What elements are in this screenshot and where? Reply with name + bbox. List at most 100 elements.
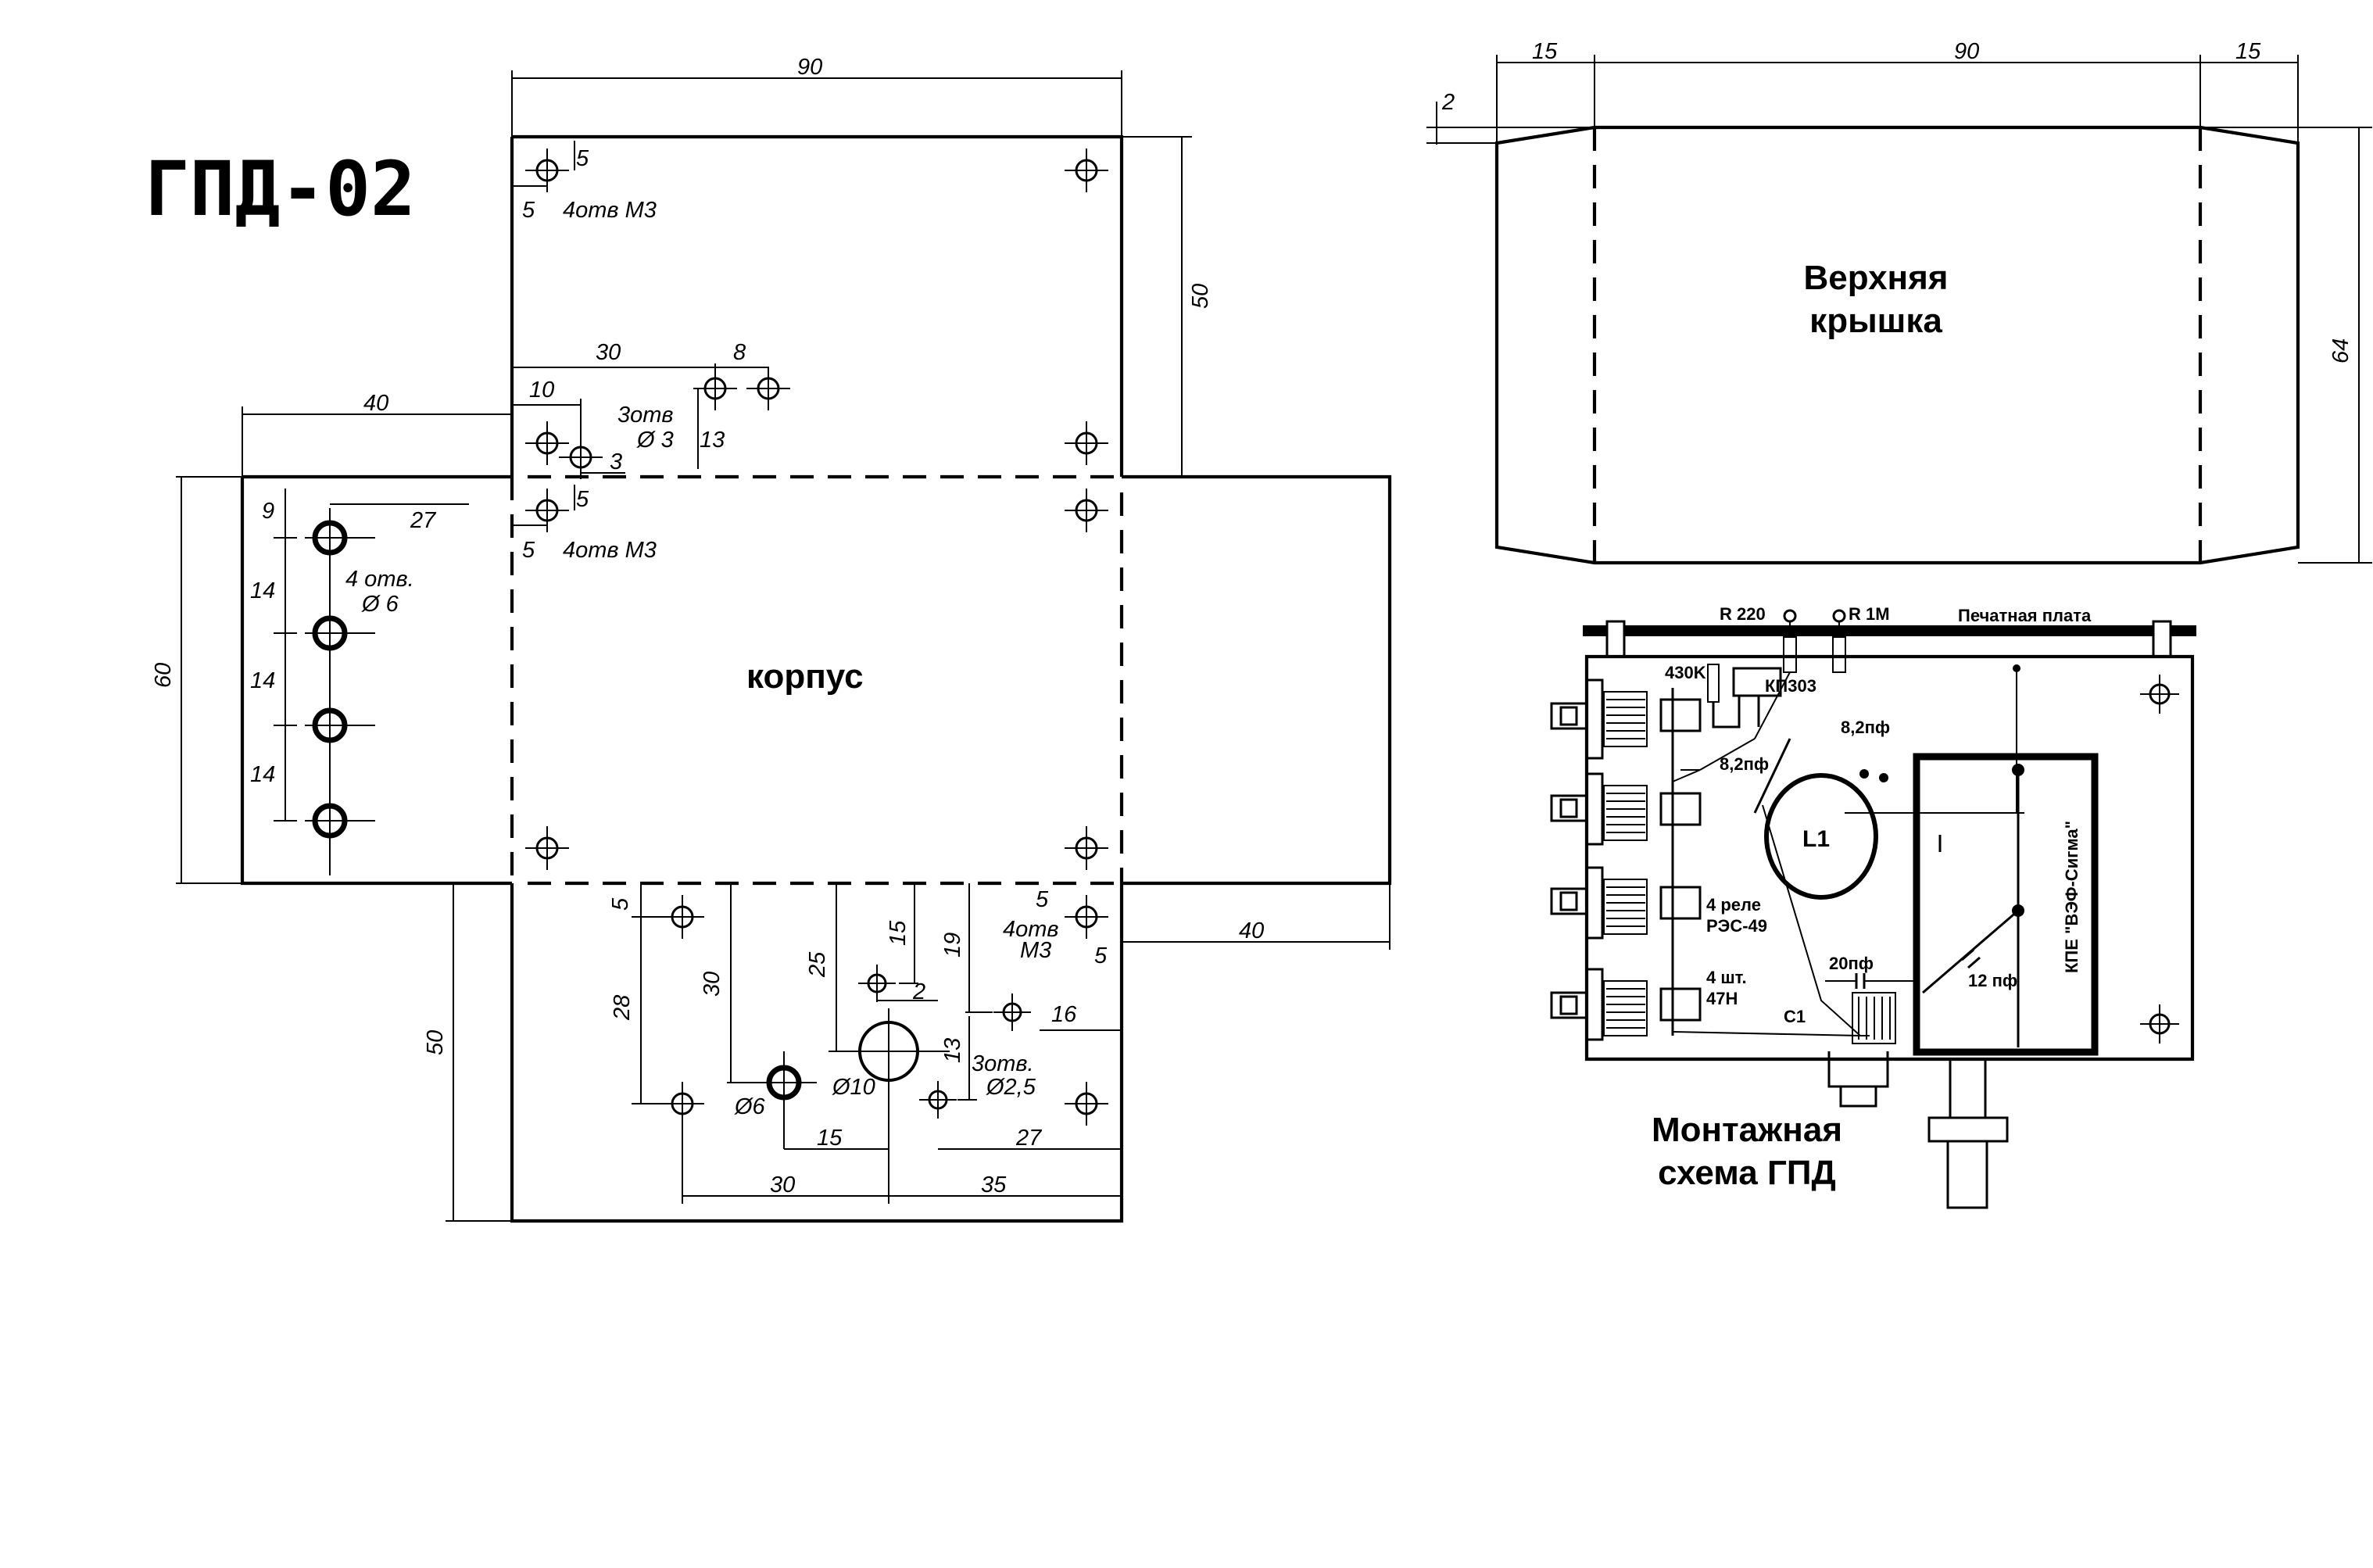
dim-30: 30 <box>596 340 621 365</box>
schem-c82a: 8,2пф <box>1841 718 1890 737</box>
dim-left-height: 60 <box>151 663 176 688</box>
dim-28: 28 <box>610 995 635 1021</box>
dim-19: 19 <box>940 933 965 958</box>
schem-relay-1: 4 реле <box>1706 895 1761 915</box>
schem-kp303: КП303 <box>1765 676 1816 696</box>
lid-label-2: крышка <box>1809 302 1942 340</box>
holes6-line2: Ø 6 <box>361 592 399 617</box>
schem-coils-2: 47Н <box>1706 989 1738 1008</box>
dim-35: 35 <box>981 1172 1007 1197</box>
hole-icon <box>746 367 790 410</box>
wiring-label-1: Монтажная <box>1652 1111 1842 1149</box>
holes3-line1: 3отв <box>617 403 674 428</box>
relay-icon <box>1659 698 1702 1022</box>
dim-b5a: 5 <box>608 897 633 911</box>
dia6-label: Ø6 <box>734 1094 766 1119</box>
dim-14c: 14 <box>250 762 275 787</box>
holes-m3c-line1: 4отв <box>1003 917 1059 942</box>
hole-icon <box>1065 895 1108 939</box>
schem-pcb: Печатная плата <box>1958 606 2092 625</box>
holes3-line2: Ø 3 <box>636 428 674 453</box>
dim-left-width: 40 <box>363 391 388 416</box>
hole-icon <box>305 707 375 743</box>
schem-c20: 20пф <box>1829 954 1874 973</box>
schem-r220: R 220 <box>1720 604 1766 624</box>
lid-dim-mid: 90 <box>1954 39 1979 64</box>
schem-r1m: R 1M <box>1849 604 1890 624</box>
connector-icon <box>1550 678 1604 1041</box>
hole-icon <box>2140 675 2179 714</box>
hole-icon <box>1065 421 1108 465</box>
holes6-line1: 4 отв. <box>345 567 414 592</box>
hole-icon <box>559 435 603 479</box>
hole-icon <box>858 965 896 1002</box>
hole-icon <box>305 615 375 651</box>
dia10-label: Ø10 <box>832 1075 875 1100</box>
hole-icon <box>1065 489 1108 532</box>
trimmer-icon <box>1852 992 1896 1044</box>
drawing-title: ГПД-02 <box>145 145 416 233</box>
dim-b15h: 15 <box>817 1126 843 1151</box>
lid-dim-gap: 2 <box>1441 90 1455 115</box>
housing-outline <box>240 134 1392 1223</box>
hole-icon <box>993 993 1031 1031</box>
hole-icon <box>525 826 569 870</box>
dim-5c: 5 <box>576 487 589 512</box>
dim-b13: 13 <box>940 1038 965 1063</box>
dim-top-width: 90 <box>797 55 822 80</box>
lid-dim-height: 64 <box>2328 338 2353 363</box>
hole-icon <box>525 421 569 465</box>
lid-label-1: Верхняя <box>1804 259 1949 297</box>
schem-relay-2: РЭС-49 <box>1706 916 1767 936</box>
holes25-line1: 3отв. <box>972 1051 1034 1076</box>
schem-c82b: 8,2пф <box>1720 754 1769 774</box>
housing-dimensions <box>176 70 1391 1222</box>
hole-icon <box>919 1081 957 1119</box>
dim-b5b: 5 <box>1036 887 1049 912</box>
schem-l1: L1 <box>1802 826 1830 852</box>
holes-m3-label: 4отв М3 <box>563 198 657 223</box>
dim-b15v: 15 <box>886 920 911 946</box>
schem-kpe: КПЕ "ВЭФ-Сигма" <box>2062 821 2081 973</box>
dim-b2: 2 <box>912 979 925 1004</box>
holes-m3b-label: 4отв М3 <box>563 538 657 563</box>
dim-right-width: 40 <box>1239 918 1264 943</box>
top-lid <box>1426 55 2372 565</box>
schem-coils-1: 4 шт. <box>1706 968 1747 987</box>
dim-16: 16 <box>1051 1002 1077 1027</box>
dim-9: 9 <box>262 499 274 524</box>
dim-top-height: 50 <box>1188 284 1213 309</box>
wiring-schematic <box>1550 609 2196 1209</box>
hole-icon <box>1065 149 1108 192</box>
dim-b30h: 30 <box>770 1172 795 1197</box>
dim-3: 3 <box>610 449 622 474</box>
holes25-line2: Ø2,5 <box>986 1075 1036 1100</box>
dim-13: 13 <box>700 428 725 453</box>
dim-5a: 5 <box>576 146 589 171</box>
hole-icon <box>1065 826 1108 870</box>
dim-25: 25 <box>805 951 830 978</box>
hole-icon <box>525 149 569 192</box>
hole-icon <box>305 803 375 839</box>
mounting-holes <box>525 149 1108 1126</box>
schem-c12: 12 пф <box>1968 971 2017 990</box>
coil-icon <box>1603 691 1648 1036</box>
dim-b30v: 30 <box>700 972 725 997</box>
dim-b5c: 5 <box>1094 943 1108 968</box>
dim-8: 8 <box>733 340 746 365</box>
schem-r430: 430K <box>1665 663 1706 682</box>
hole-icon <box>1065 1082 1108 1126</box>
dim-14b: 14 <box>250 668 275 693</box>
dim-5b: 5 <box>522 198 535 223</box>
hole-icon <box>750 1051 817 1149</box>
dim-10: 10 <box>529 378 554 403</box>
schem-c1: C1 <box>1784 1007 1806 1026</box>
holes-m3c-line2: М3 <box>1020 938 1051 963</box>
dim-27: 27 <box>410 508 437 533</box>
lid-dim-left: 15 <box>1532 39 1558 64</box>
housing-label: корпус <box>746 657 864 696</box>
dim-bottom-height: 50 <box>423 1030 448 1055</box>
wiring-label-2: схема ГПД <box>1658 1154 1836 1192</box>
hole-icon <box>2140 1004 2179 1044</box>
